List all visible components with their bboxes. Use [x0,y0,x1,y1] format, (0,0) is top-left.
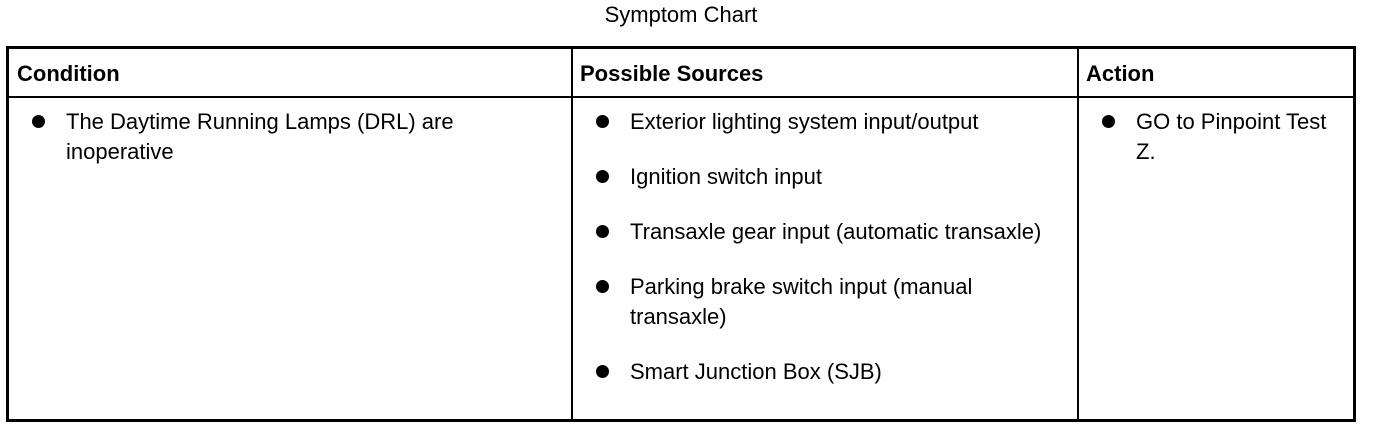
source-text: Parking brake switch input (manual trans… [630,274,973,329]
header-action: Action [1086,61,1155,86]
possible-sources-column: Exterior lighting system input/output Ig… [596,107,1056,412]
list-item: GO to Pinpoint Test Z. [1102,107,1342,167]
header-condition: Condition [17,61,120,86]
page-title: Symptom Chart [604,2,758,27]
source-text: Exterior lighting system input/output [630,109,979,134]
bullet-icon [596,225,609,238]
source-text: Ignition switch input [630,164,822,189]
bullet-icon [32,115,45,128]
header-possible-sources: Possible Sources [580,61,764,86]
source-text: Transaxle gear input (automatic transaxl… [630,219,1042,244]
column-divider [1077,49,1079,419]
bullet-icon [596,365,609,378]
header-divider [9,96,1353,98]
list-item: Transaxle gear input (automatic transaxl… [596,217,1056,247]
column-divider [571,49,573,419]
list-item: Ignition switch input [596,162,1056,192]
bullet-icon [596,280,609,293]
symptom-table: Condition Possible Sources Action The Da… [6,46,1356,422]
list-item: The Daytime Running Lamps (DRL) are inop… [32,107,552,167]
source-text: Smart Junction Box (SJB) [630,359,882,384]
bullet-icon [596,170,609,183]
action-column: GO to Pinpoint Test Z. [1102,107,1342,192]
list-item: Exterior lighting system input/output [596,107,1056,137]
list-item: Parking brake switch input (manual trans… [596,272,1056,332]
bullet-icon [1102,115,1115,128]
list-item: Smart Junction Box (SJB) [596,357,1056,387]
condition-text: The Daytime Running Lamps (DRL) are inop… [66,109,454,164]
action-text: GO to Pinpoint Test Z. [1136,109,1327,164]
bullet-icon [596,115,609,128]
condition-column: The Daytime Running Lamps (DRL) are inop… [32,107,552,192]
